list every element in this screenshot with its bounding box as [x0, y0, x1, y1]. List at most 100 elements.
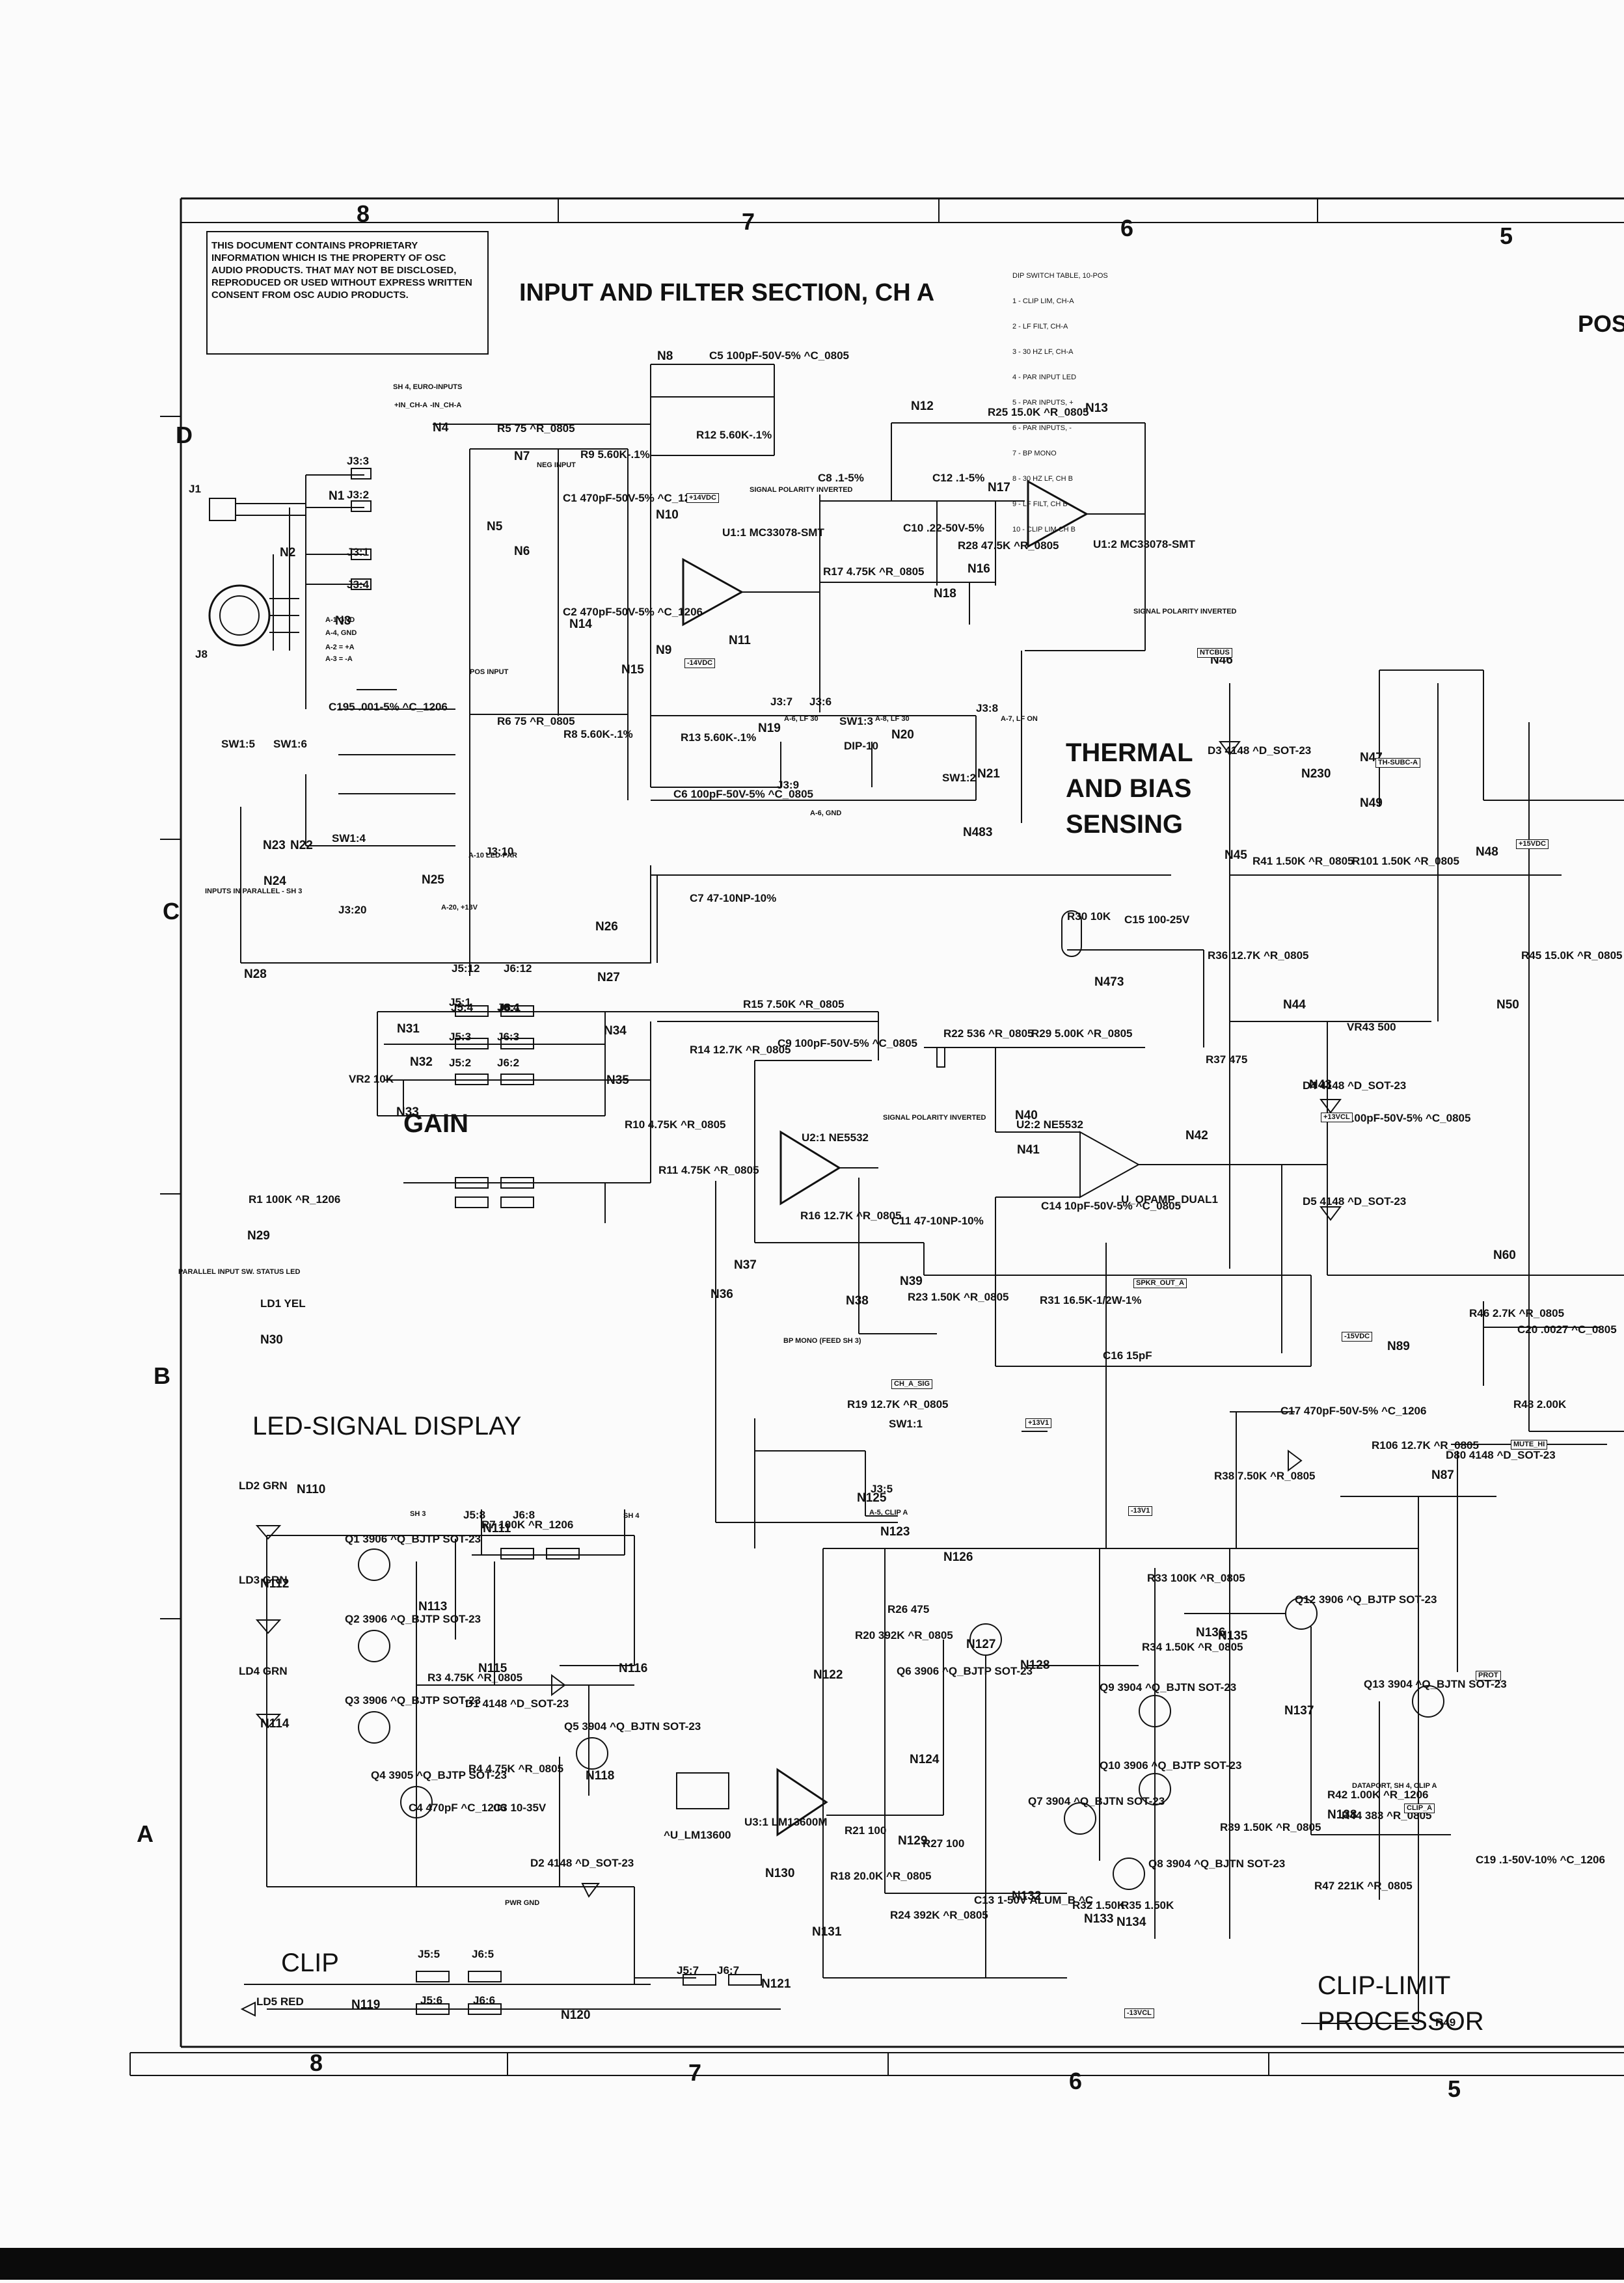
j1-jack	[209, 498, 306, 521]
connector-label: J6:6	[473, 1994, 496, 2006]
sheet-border	[180, 197, 1624, 2048]
connector-label: J3:4	[347, 578, 370, 591]
capacitor-label: C14 10pF-50V-5% ^C_0805	[1041, 1200, 1181, 1212]
node-label: N116	[619, 1662, 648, 1675]
semiconductor-label: LD1 YEL	[260, 1297, 306, 1310]
node-label: N13	[1085, 401, 1108, 415]
semiconductor-label: Q9 3904 ^Q_BJTN SOT-23	[1100, 1681, 1237, 1694]
connector-label: J3:10	[485, 845, 514, 858]
dip-row: 3 - 30 HZ LF, CH-A	[1012, 348, 1074, 356]
dip-row: 10 - CLIP LIM CH B	[1012, 526, 1076, 534]
annotation-note: SH 4, EURO-INPUTS	[393, 383, 463, 391]
connector-label: J3:3	[347, 455, 370, 467]
net-label: -13V1	[1128, 1506, 1153, 1516]
u1-2-opamp	[1027, 480, 1089, 548]
annotation-note: NEG INPUT	[537, 461, 576, 469]
resistor-label: R36 12.7K ^R_0805	[1208, 949, 1309, 962]
q1-transistor	[358, 1548, 390, 1581]
zone-top-5: 5	[1500, 223, 1513, 249]
node-label: N35	[606, 1074, 629, 1087]
annotation-note: +IN_CH-A	[394, 401, 428, 409]
u1-1-opamp	[682, 558, 744, 627]
node-label: N124	[910, 1753, 940, 1766]
net-label: PROT	[1476, 1671, 1501, 1681]
semiconductor-label: U1:1 MC33078-SMT	[722, 526, 824, 539]
node-label: N21	[977, 767, 1000, 781]
connector-label: SW1:3	[839, 715, 873, 727]
resistor-label: R42 1.00K ^R_1206	[1327, 1789, 1429, 1801]
node-label: N28	[244, 967, 267, 981]
resistor-label: R39 1.50K ^R_0805	[1220, 1821, 1321, 1833]
annotation-note: A-1 GND	[325, 616, 355, 624]
connector-label: J5:5	[418, 1948, 440, 1960]
resistor-label: R22 536 ^R_0805	[943, 1027, 1034, 1040]
annotation-note: SIGNAL POLARITY INVERTED	[1133, 608, 1237, 615]
connector-label: J6:5	[472, 1948, 494, 1960]
node-label: N137	[1284, 1704, 1314, 1718]
u2-1-opamp	[779, 1130, 841, 1206]
net-label: SPKR_OUT_A	[1133, 1278, 1187, 1288]
resistor-label: R18 20.0K ^R_0805	[830, 1870, 932, 1882]
semiconductor-label: Q4 3905 ^Q_BJTP SOT-23	[371, 1769, 507, 1781]
node-label: N2	[280, 546, 296, 560]
connector-label: SW1:2	[942, 772, 976, 784]
resistor-label: R35 1.50K	[1121, 1899, 1174, 1912]
connector-label: J5:2	[449, 1057, 472, 1069]
connector-label: J5:7	[677, 1964, 699, 1977]
node-label: N50	[1496, 998, 1519, 1012]
node-label: N473	[1094, 975, 1124, 989]
q6-transistor	[969, 1623, 1002, 1656]
node-label: N24	[264, 874, 286, 888]
annotation-note: A-20, +13V	[441, 904, 478, 912]
semiconductor-label: D2 4148 ^D_SOT-23	[530, 1857, 634, 1869]
dip-row: 5 - PAR INPUTS, +	[1012, 399, 1074, 407]
node-label: N110	[297, 1483, 326, 1496]
title-clip-limit-1: CLIP-LIMIT	[1318, 1971, 1451, 2000]
resistor-label: R46 2.7K ^R_0805	[1469, 1307, 1565, 1319]
semiconductor-label: Q5 3904 ^Q_BJTN SOT-23	[564, 1720, 701, 1733]
annotation-note: A-10 LED-PAR	[468, 852, 517, 859]
q12-transistor	[1285, 1597, 1318, 1630]
resistor-label: R3 4.75K ^R_0805	[427, 1671, 523, 1684]
annotation-note: A-3 = -A	[325, 655, 353, 663]
dip-switch-table: DIP SWITCH TABLE, 10-POS 1 - CLIP LIM, C…	[1012, 255, 1108, 551]
node-label: N16	[968, 562, 990, 576]
connector-label: J5:3	[449, 1031, 472, 1043]
resistor-label: R16 12.7K ^R_0805	[800, 1209, 902, 1222]
connector-label: J3:1	[347, 546, 370, 558]
capacitor-label: C10 .22-50V-5%	[903, 522, 984, 534]
resistor-label: R30 10K	[1067, 910, 1111, 923]
resistor-label: R24 392K ^R_0805	[890, 1909, 988, 1921]
semiconductor-label: U1:2 MC33078-SMT	[1093, 538, 1195, 550]
node-label: N130	[765, 1867, 795, 1880]
capacitor-label: C13 1-50V ALUM_B ^C	[974, 1894, 1094, 1906]
dip-row: 4 - PAR INPUT LED	[1012, 373, 1077, 381]
node-label: N7	[514, 450, 530, 463]
node-label: N89	[1387, 1340, 1410, 1353]
dip-row: 9 - LF FILT, CH B	[1012, 500, 1068, 508]
capacitor-label: C6 100pF-50V-5% ^C_0805	[673, 788, 813, 800]
semiconductor-label: Q10 3906 ^Q_BJTP SOT-23	[1100, 1759, 1242, 1772]
node-label: N30	[260, 1333, 283, 1347]
zone-bottom-6: 6	[1069, 2068, 1083, 2094]
resistor-label: R47 221K ^R_0805	[1314, 1880, 1413, 1892]
capacitor-label: C20 .0027 ^C_0805	[1517, 1323, 1617, 1336]
semiconductor-label: VR43 500	[1347, 1021, 1396, 1033]
node-label: N134	[1116, 1915, 1146, 1929]
node-label: N39	[900, 1275, 923, 1288]
semiconductor-label: D3 4148 ^D_SOT-23	[1208, 744, 1312, 757]
annotation-note: BP MONO (FEED SH 3)	[783, 1337, 861, 1345]
semiconductor-label: D80 4148 ^D_SOT-23	[1446, 1449, 1556, 1461]
node-label: N138	[1327, 1808, 1357, 1822]
connector-label: J5:4	[451, 1001, 474, 1014]
semiconductor-label: ^U_LM13600	[664, 1829, 731, 1841]
node-label: N38	[846, 1294, 869, 1308]
node-label: N44	[1283, 998, 1306, 1012]
annotation-note: POS INPUT	[470, 668, 509, 676]
j8-xlr	[208, 584, 271, 647]
node-label: N122	[813, 1668, 843, 1682]
node-label: N17	[988, 481, 1010, 494]
node-label: N123	[880, 1525, 910, 1539]
node-label: N15	[621, 663, 644, 677]
node-label: N41	[1017, 1143, 1040, 1157]
